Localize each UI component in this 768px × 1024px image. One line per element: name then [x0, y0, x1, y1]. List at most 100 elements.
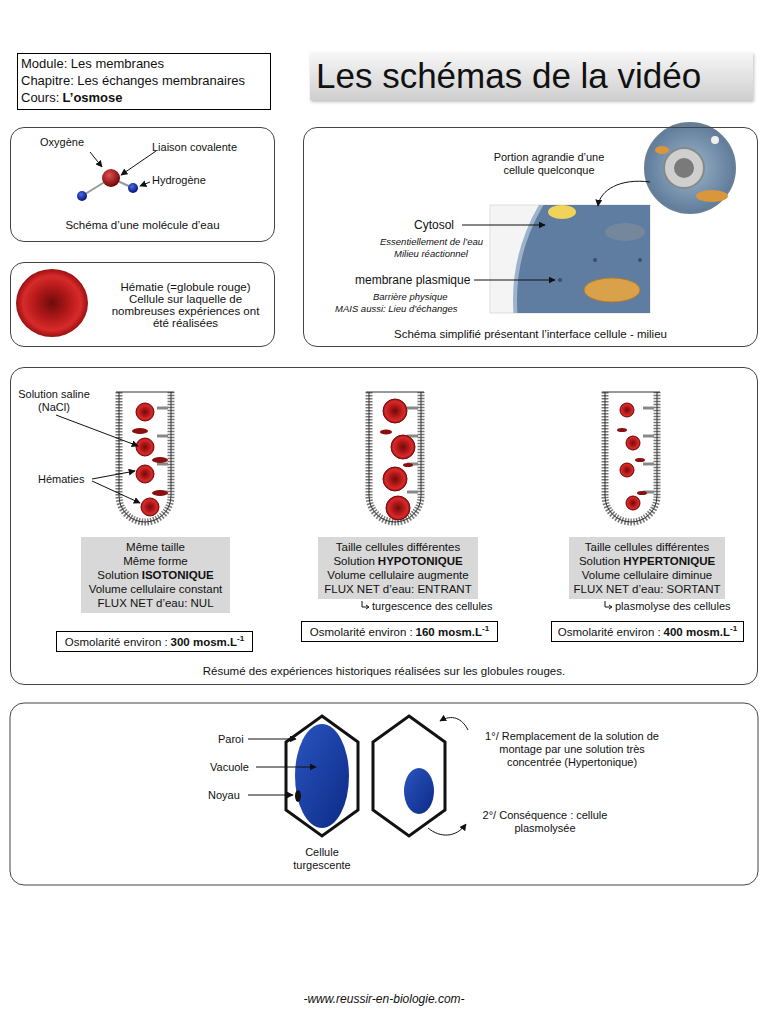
note-label: turgescence des cellules: [372, 600, 492, 613]
text-line: FLUX NET d’eau: NUL: [85, 596, 226, 610]
node-text: FLUX NET d’eau: SORTANT: [574, 583, 721, 595]
text-line: Cellule sur laquelle de nombreuses expér…: [103, 293, 268, 329]
text-line: Osmolarité environ :400 mosm.L-1: [555, 624, 740, 639]
node-text: Même forme: [123, 555, 188, 567]
tube-part: [119, 392, 171, 522]
tube-part: [643, 407, 654, 410]
tube-part: [391, 435, 415, 459]
node-text: 400 mosm.L: [664, 626, 730, 638]
experiments-panel: Résumé des expériences historiques réali…: [10, 367, 758, 685]
text-line: Taille cellules différentes: [322, 540, 474, 554]
node-text: Cellule sur laquelle de nombreuses expér…: [112, 293, 260, 329]
part-label: membrane plasmique: [355, 273, 470, 287]
node-text: HYPOTONIQUE: [378, 555, 463, 567]
osmolarity-box: Osmolarité environ :160 mosm.L-1: [301, 621, 498, 642]
tube-part: [157, 407, 168, 410]
text-line: Osmolarité environ :160 mosm.L-1: [305, 624, 494, 639]
tube-part: [620, 463, 634, 477]
node-text: Solution: [333, 555, 375, 567]
node-text: Osmolarité environ :: [65, 636, 168, 648]
osmolarity-box: Osmolarité environ :400 mosm.L-1: [551, 621, 744, 642]
node-text: Hématie (=globule rouge): [120, 281, 250, 293]
node-text: 300 mosm.L: [171, 636, 237, 648]
text-line: Osmolarité environ :300 mosm.L-1: [60, 634, 249, 649]
part-label: Oxygène: [40, 136, 84, 149]
text-line: SolutionISOTONIQUE: [85, 568, 226, 582]
text-line: Volume cellulaire diminue: [573, 568, 721, 582]
text-line: FLUX NET d’eau: ENTRANT: [322, 582, 474, 596]
text-line: Même forme: [85, 554, 226, 568]
text-line: Volume cellulaire augmente: [322, 568, 474, 582]
text-line: FLUX NET d’eau: SORTANT: [573, 582, 721, 596]
tube-part: [617, 428, 627, 432]
text-line: Résumé des expériences historiques réali…: [11, 665, 757, 677]
node-text: Solution: [97, 569, 139, 581]
node-text: Module: Les membranes: [21, 56, 164, 71]
tube-part: [383, 399, 407, 423]
text-line: Schéma simplifié présentant l’interface …: [304, 328, 757, 340]
node-text: Osmolarité environ :: [558, 626, 661, 638]
part-label: Cellule turgescente: [282, 846, 362, 872]
tube-part: [637, 491, 647, 495]
node-text: Volume cellulaire augmente: [327, 569, 468, 581]
node-text: HYPERTONIQUE: [623, 555, 715, 567]
text-line: Schéma d’une molécule d’eau: [11, 219, 274, 231]
step-note: 2°/ Conséquence : cellule plasmolysée: [470, 809, 620, 835]
text-line: Cours: L’osmose: [21, 90, 270, 107]
node-text: FLUX NET d’eau: ENTRANT: [324, 583, 471, 595]
text-line: Hématie (=globule rouge): [103, 281, 268, 293]
part-label: Liaison covalente: [152, 141, 237, 154]
node-text: FLUX NET d’eau: NUL: [97, 597, 213, 609]
tube-part: [643, 463, 654, 466]
part-label: Hydrogène: [152, 174, 206, 187]
text-line: Taille cellules différentes: [573, 540, 721, 554]
node-text: Taille cellules différentes: [336, 541, 460, 553]
text-line: Module: Les membranes: [21, 56, 270, 73]
tube-part: [403, 463, 413, 467]
tube-part: [136, 465, 154, 483]
footer-url: -www.reussir-en-biologie.com-: [234, 992, 534, 1006]
part-label: Solution saline (NaCl): [16, 388, 92, 414]
note-label: Portion agrandie d’une cellule quelconqu…: [484, 151, 614, 177]
node-text: Taille cellules différentes: [585, 541, 709, 553]
tube-part: [643, 435, 654, 438]
isotonic-box: Même tailleMême formeSolutionISOTONIQUEV…: [81, 537, 230, 613]
tube-part: [407, 407, 418, 410]
node-text: -1: [237, 634, 244, 643]
tube-part: [152, 490, 168, 496]
hematie-panel: Hématie (=globule rouge)Cellule sur laqu…: [10, 262, 275, 347]
tube-part: [626, 436, 640, 450]
tube-part: [383, 467, 407, 491]
node-text: -1: [730, 624, 737, 633]
tube-part: [626, 496, 640, 510]
text-line: SolutionHYPERTONIQUE: [573, 554, 721, 568]
tube-part: [152, 457, 168, 463]
tube-part: [369, 392, 421, 522]
course-header: Module: Les membranesChapitre: Les échan…: [17, 53, 271, 110]
osmolarity-box: Osmolarité environ :300 mosm.L-1: [56, 631, 253, 652]
tube-part: [116, 392, 174, 393]
part-label: Hématies: [38, 473, 84, 486]
node-text: Chapitre: Les échanges membranaires: [21, 73, 245, 88]
node-text: Solution: [579, 555, 621, 567]
tube-part: [157, 435, 168, 438]
node-text: Volume cellulaire diminue: [582, 569, 712, 581]
node-text: L’osmose: [63, 90, 123, 105]
title-band: Les schémas de la vidéo: [310, 52, 753, 100]
tube-part: [620, 403, 634, 417]
tube-part: [605, 392, 657, 522]
node-text: Schéma d’une molécule d’eau: [65, 219, 219, 231]
node-text: Cours:: [21, 90, 59, 105]
hypertonic-box: Taille cellules différentesSolutionHYPER…: [569, 537, 725, 599]
part-label: Paroi: [218, 733, 244, 746]
tube-part: [132, 428, 148, 434]
tube-part: [605, 392, 657, 522]
node-text: ISOTONIQUE: [142, 569, 214, 581]
note-label: MAIS aussi: Lieu d’échanges: [335, 303, 458, 314]
tube-part: [136, 403, 154, 421]
tube-part: [119, 392, 171, 522]
tube-part: [407, 491, 418, 494]
hypotonic-box: Taille cellules différentesSolutionHYPOT…: [318, 537, 478, 599]
